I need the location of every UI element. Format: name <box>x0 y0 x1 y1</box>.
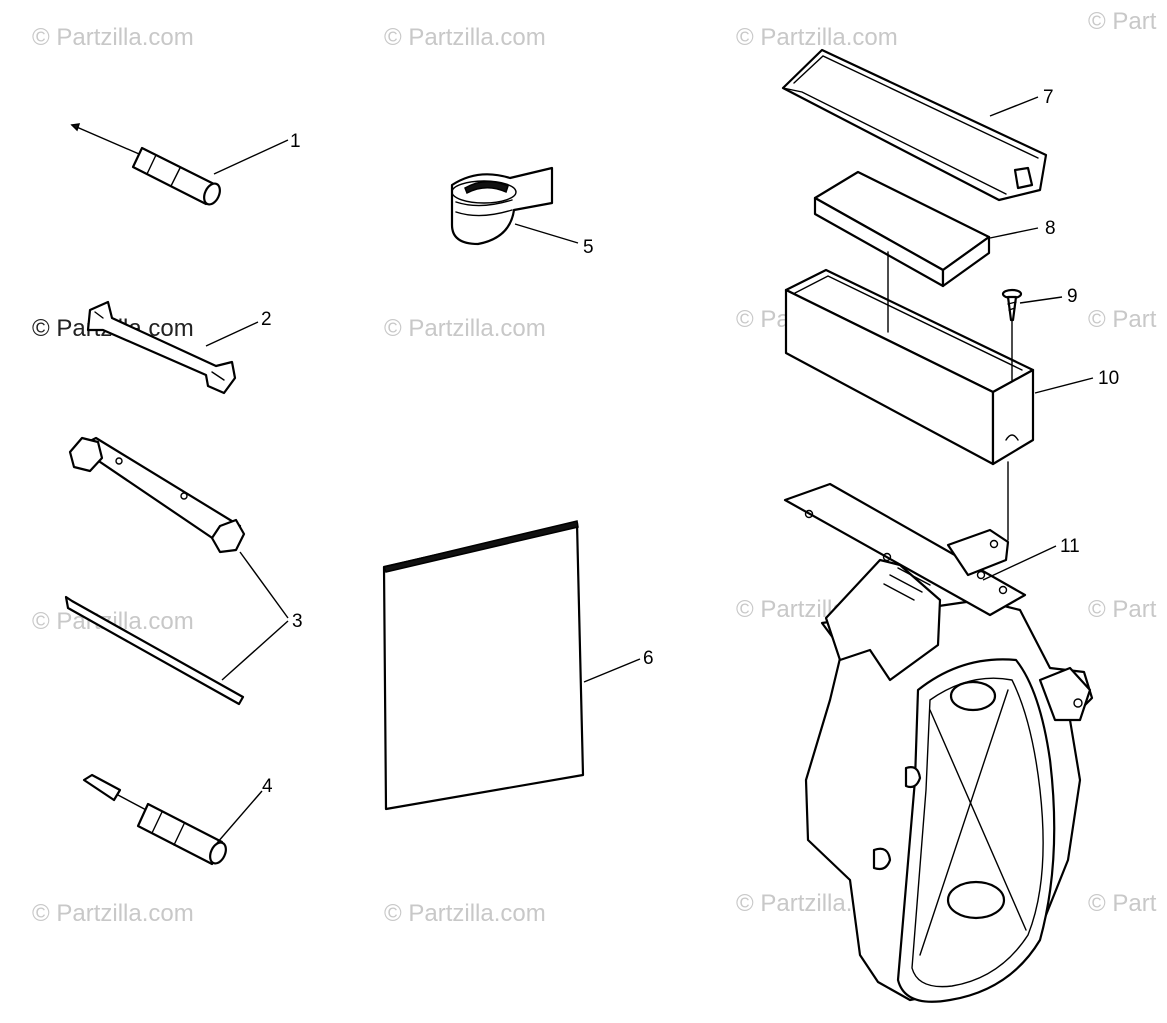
part-4-screwdriver[interactable] <box>82 773 229 866</box>
callout-4: 4 <box>262 776 273 797</box>
part-6-manual[interactable] <box>382 520 585 811</box>
callout-2: 2 <box>261 309 272 330</box>
part-5-tape-roll[interactable] <box>450 166 554 246</box>
watermark: © Partzilla.com <box>384 315 546 342</box>
part-3-socket-and-bar[interactable] <box>64 436 246 706</box>
watermark: © Partzilla.com <box>32 24 194 51</box>
housing-chute <box>824 558 942 682</box>
callout-6: 6 <box>643 648 654 669</box>
callout-11: 11 <box>1060 536 1080 557</box>
lid-body <box>781 48 1048 202</box>
callout-3: 3 <box>292 611 303 632</box>
part-10-tray[interactable] <box>784 268 1035 466</box>
callout-8: 8 <box>1045 218 1056 239</box>
watermark: © Partzilla.com <box>736 24 898 51</box>
part-11-housing[interactable] <box>783 482 1094 1003</box>
callout-1: 1 <box>290 131 301 152</box>
screwdriver-tip <box>82 773 122 802</box>
part-8-foam-pad[interactable] <box>813 170 991 288</box>
socket-hex-end <box>68 436 104 473</box>
mounting-bracket <box>783 482 1027 617</box>
tray-side <box>991 368 1035 466</box>
callout-9: 9 <box>1067 286 1078 307</box>
watermark: © Part <box>1088 306 1157 333</box>
leader-lines <box>205 96 1094 844</box>
watermark: © Part <box>1088 890 1157 917</box>
callout-labels: 1 2 3 4 5 6 7 8 9 10 11 <box>261 87 1119 797</box>
tommy-bar <box>64 595 245 706</box>
watermark: © Partzilla.com <box>32 900 194 927</box>
callout-10: 10 <box>1098 368 1119 389</box>
watermark: © Part <box>1088 8 1157 35</box>
part-2-wrench[interactable] <box>86 300 237 395</box>
callout-7: 7 <box>1043 87 1054 108</box>
tape-body <box>450 166 554 246</box>
callout-5: 5 <box>583 237 594 258</box>
socket-hex-end-2 <box>210 518 246 554</box>
screwdriver-shaft <box>71 124 147 158</box>
watermark: © Part <box>1088 596 1157 623</box>
housing-cover-frame <box>896 658 1056 1003</box>
part-9-screw[interactable] <box>1001 288 1023 322</box>
part-7-lid[interactable] <box>781 48 1048 202</box>
watermark: © Partzilla.com <box>384 900 546 927</box>
wrench-body <box>86 300 237 395</box>
part-1-screwdriver[interactable] <box>70 123 223 207</box>
watermark: © Partzilla.com <box>384 24 546 51</box>
